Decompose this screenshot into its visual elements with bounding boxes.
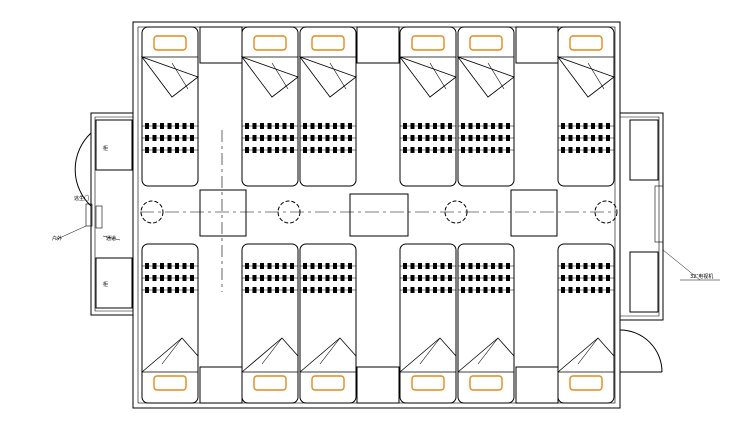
right-annex — [619, 112, 720, 373]
bed-bottom — [557, 243, 615, 404]
pillow — [253, 375, 287, 391]
stool — [140, 200, 164, 224]
bed-top — [240, 26, 299, 187]
table — [349, 193, 409, 237]
door-label: 逃生门 — [74, 195, 89, 202]
bed-top — [398, 26, 457, 187]
pillow — [569, 35, 603, 51]
table — [199, 189, 247, 237]
pillow — [569, 375, 603, 391]
bed-top — [556, 26, 615, 187]
bed-bottom — [299, 243, 357, 404]
bed-top — [298, 26, 357, 187]
bed-bottom — [141, 243, 199, 404]
partition — [356, 366, 400, 404]
door-tag: 户外 — [52, 235, 62, 242]
tv-label: 32″电视机 — [690, 273, 713, 280]
stool — [444, 200, 468, 224]
door-swing-left — [74, 132, 92, 207]
stool — [277, 200, 301, 224]
stool — [594, 200, 618, 224]
bed-bottom — [457, 243, 515, 404]
door-tag-2: 通道 — [106, 235, 116, 242]
door-swing-right — [619, 329, 663, 373]
cabinet-top-label: 柜 — [103, 145, 108, 152]
bed-top — [140, 26, 199, 187]
pillow — [469, 35, 503, 51]
beds-layer — [140, 26, 615, 404]
inner-wall — [137, 26, 616, 404]
pillow — [253, 35, 287, 51]
left-annex — [54, 112, 133, 316]
table — [510, 189, 558, 237]
pillow — [311, 375, 345, 391]
partition — [199, 26, 243, 64]
cabinet-bottom-label: 柜 — [103, 281, 108, 288]
bed-bottom — [399, 243, 457, 404]
pillow — [469, 375, 503, 391]
pillow — [411, 375, 445, 391]
partition — [515, 26, 559, 64]
pillow — [153, 375, 187, 391]
pillow — [411, 35, 445, 51]
partition — [515, 366, 559, 404]
bed-top — [456, 26, 515, 187]
bed-bottom — [241, 243, 299, 404]
cabinet-top — [95, 119, 133, 171]
tv-unit — [654, 185, 664, 243]
pillow — [153, 35, 187, 51]
cabinet-right-top — [629, 119, 659, 181]
cabinet-bottom — [95, 257, 133, 309]
outer-wall — [132, 21, 621, 409]
cabinet-right-bottom — [629, 251, 659, 313]
partition — [199, 366, 243, 404]
partition — [356, 26, 400, 64]
pillow — [311, 35, 345, 51]
